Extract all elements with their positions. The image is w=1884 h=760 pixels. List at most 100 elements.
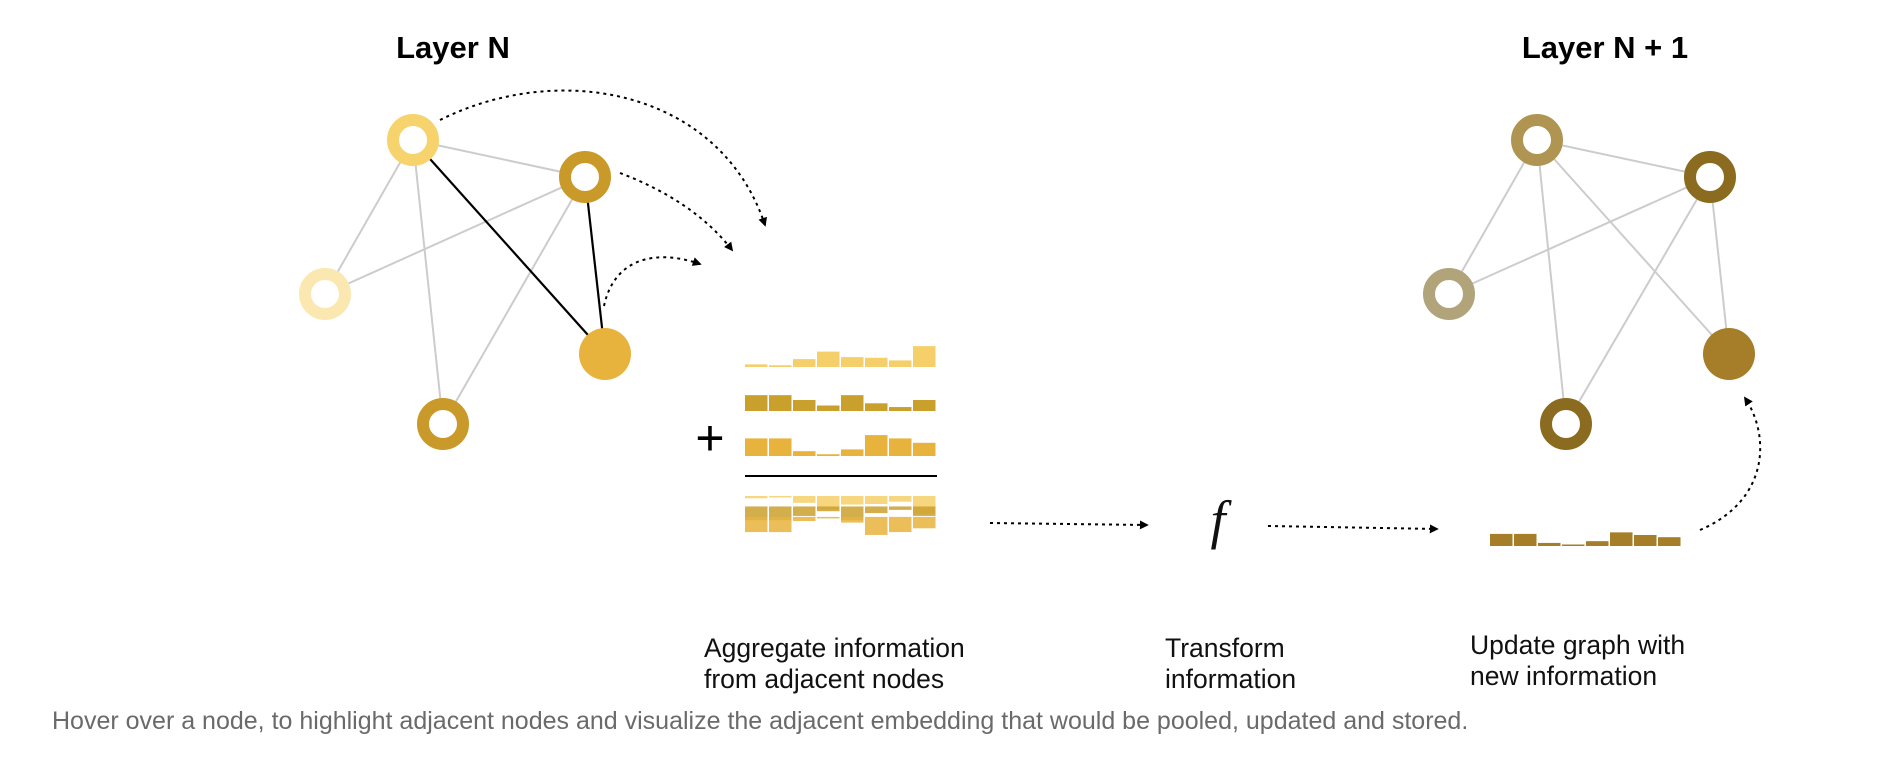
node-d[interactable] — [417, 398, 469, 450]
embedding-bar — [817, 351, 840, 367]
edge-n1-a-d — [1536, 139, 1567, 425]
arrow-to-transform — [989, 520, 1149, 530]
message-arrow-e — [603, 256, 702, 307]
edge-n1-b-c — [1448, 176, 1711, 295]
embedding-bar — [793, 451, 816, 456]
embedding-bar — [745, 438, 768, 456]
node-n1-c[interactable] — [1423, 268, 1475, 320]
aggregated-bar-segment — [865, 516, 888, 535]
node-n1-d[interactable] — [1540, 398, 1592, 450]
result-embedding — [1490, 532, 1681, 546]
aggregated-bar-segment — [817, 496, 840, 510]
transform-caption-line-2: information — [1165, 664, 1296, 694]
aggregate-caption-line-2: from adjacent nodes — [704, 664, 944, 694]
update-caption-line-2: new information — [1470, 661, 1657, 691]
result-bar — [1562, 544, 1585, 546]
transform-caption: Transform information — [1165, 633, 1296, 694]
result-bar — [1586, 541, 1609, 546]
aggregated-bar-segment — [769, 506, 792, 521]
layer-n1-edges — [1448, 139, 1730, 425]
node-n1-b[interactable] — [1684, 151, 1736, 203]
highlighted-edge-a-e — [412, 139, 606, 355]
message-arrows — [439, 89, 767, 307]
arrow-to-result — [1267, 524, 1439, 534]
update-caption: Update graph with new information — [1470, 630, 1685, 691]
embedding-bar — [865, 357, 888, 367]
edge-b-c — [324, 176, 586, 295]
edge-a-c — [324, 139, 414, 295]
edge-n1-a-c — [1448, 139, 1538, 295]
embedding-bar — [817, 454, 840, 456]
edge-n1-a-e — [1536, 139, 1730, 355]
embedding-bar — [745, 364, 768, 367]
aggregated-bar-segment — [745, 496, 768, 499]
message-arrow-b — [619, 172, 734, 252]
aggregate-caption-line-1: Aggregate information — [704, 633, 965, 663]
layer-n-graph — [299, 114, 631, 450]
result-bar — [1610, 532, 1633, 546]
node-b[interactable] — [559, 151, 611, 203]
embedding-bar — [865, 435, 888, 456]
aggregated-bar-segment — [889, 496, 912, 502]
result-bar — [1514, 533, 1537, 546]
result-bar — [1538, 542, 1561, 546]
embedding-rows — [745, 346, 936, 456]
transform-caption-line-1: Transform — [1165, 633, 1285, 663]
node-a[interactable] — [387, 114, 439, 166]
layer-n-edges — [324, 139, 607, 425]
layer-n-title: Layer N — [396, 30, 510, 65]
result-bar — [1634, 535, 1657, 546]
aggregated-bar-segment — [793, 506, 816, 516]
embedding-bar — [769, 395, 792, 411]
aggregated-bar-segment — [817, 506, 840, 512]
embedding-bar — [817, 405, 840, 411]
aggregated-bar-segment — [793, 516, 816, 522]
highlighted-edge-b-e — [583, 176, 607, 355]
aggregate-caption: Aggregate information from adjacent node… — [704, 633, 965, 694]
layer-n1-graph — [1423, 114, 1755, 450]
aggregated-bar-segment — [841, 506, 864, 521]
result-bar — [1490, 533, 1513, 546]
update-caption-line-1: Update graph with — [1470, 630, 1685, 660]
node-c[interactable] — [299, 268, 351, 320]
embedding-bar — [841, 357, 864, 367]
layer-n1-title: Layer N + 1 — [1522, 30, 1688, 65]
edge-n1-a-b — [1536, 139, 1711, 178]
aggregated-bar-segment — [745, 506, 768, 521]
edge-a-b — [412, 139, 586, 178]
edge-n1-b-e — [1709, 176, 1730, 355]
aggregated-bar-segment — [913, 516, 936, 529]
aggregated-bar-segment — [817, 516, 840, 519]
aggregated-bar-segment — [865, 496, 888, 504]
aggregated-bar-segment — [865, 506, 888, 514]
embedding-bar — [769, 438, 792, 456]
result-bar — [1658, 537, 1681, 546]
node-e-hovered[interactable] — [579, 328, 631, 380]
embedding-bar — [793, 359, 816, 367]
embedding-bar — [913, 442, 936, 456]
arrow-to-updated-node — [1699, 396, 1762, 531]
aggregated-embedding — [745, 496, 936, 535]
aggregated-bar-segment — [745, 516, 768, 533]
aggregated-bar-segment — [769, 516, 792, 533]
embedding-bar — [913, 346, 936, 367]
embedding-bar — [793, 400, 816, 411]
hover-hint: Hover over a node, to highlight adjacent… — [52, 707, 1468, 735]
embedding-bar — [841, 449, 864, 456]
edge-n1-b-d — [1565, 176, 1711, 425]
aggregated-bar-segment — [889, 506, 912, 510]
embedding-bar — [889, 407, 912, 411]
node-n1-e-updated[interactable] — [1703, 328, 1755, 380]
embedding-bar — [745, 395, 768, 411]
transform-function-symbol: f — [1210, 490, 1232, 550]
embedding-bar — [769, 365, 792, 367]
node-n1-a[interactable] — [1511, 114, 1563, 166]
embedding-bar — [865, 403, 888, 411]
message-arrow-a — [439, 89, 767, 227]
aggregated-bar-segment — [889, 516, 912, 533]
embedding-bar — [889, 360, 912, 367]
aggregated-bar-segment — [841, 496, 864, 505]
embedding-bar — [889, 438, 912, 456]
edge-b-d — [442, 176, 586, 425]
